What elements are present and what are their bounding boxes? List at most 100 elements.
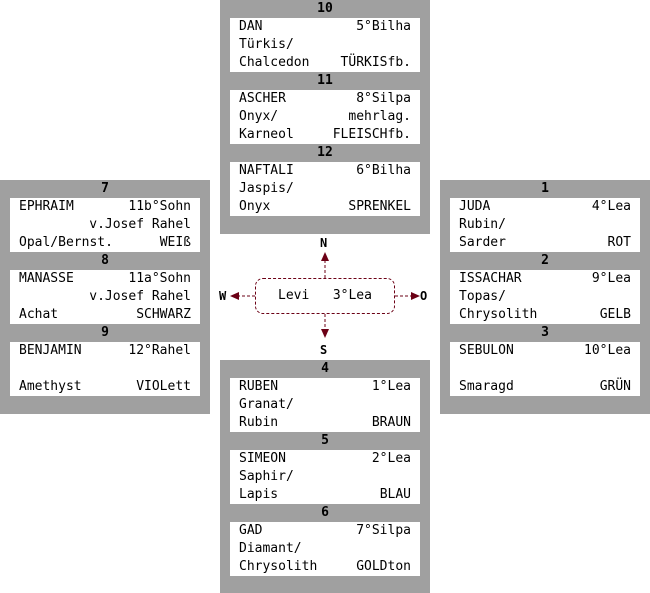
line-right: BRAUN <box>371 415 411 430</box>
line-left: GAD <box>239 523 263 538</box>
line-left: Rubin/ <box>459 217 506 232</box>
line-left: Chalcedon <box>239 55 310 70</box>
line-left: JUDA <box>459 199 491 214</box>
line-left: Opal/Bernst. <box>19 235 113 250</box>
line-left: DAN <box>239 19 263 34</box>
card-line: ASCHER 8°Silpa <box>239 90 411 108</box>
line-right: FLEISCHfb. <box>332 127 411 142</box>
card-line: Achat SCHWARZ <box>19 306 191 324</box>
card-line: Diamant/ <box>239 540 411 558</box>
line-right: 10°Lea <box>584 343 631 358</box>
line-right: TÜRKISfb. <box>340 55 411 70</box>
arrow-head-north <box>321 252 329 261</box>
card-line: v.Josef Rahel <box>19 216 191 234</box>
line-right: BLAU <box>379 487 411 502</box>
direction-east: O <box>420 289 428 303</box>
line-left: BENJAMIN <box>19 343 82 358</box>
line-left: EPHRAIM <box>19 199 74 214</box>
card-line: DAN 5°Bilha <box>239 18 411 36</box>
center-order: 3°Lea <box>332 288 372 303</box>
arrow-head-south <box>321 329 329 338</box>
card-line: SIMEON 2°Lea <box>239 450 411 468</box>
line-left: MANASSE <box>19 271 74 286</box>
line-right: 11b°Sohn <box>128 199 191 214</box>
line-right: VIOLett <box>136 379 191 394</box>
line-right: ROT <box>607 235 631 250</box>
line-left: Lapis <box>239 487 279 502</box>
line-left: NAFTALI <box>239 163 294 178</box>
group-left: 7 EPHRAIM 11b°Sohn v.Josef Rahel Opal/Ber… <box>0 180 210 414</box>
line-right: 5°Bilha <box>356 19 411 34</box>
line-right: WEIß <box>159 235 191 250</box>
line-right: SCHWARZ <box>136 307 191 322</box>
line-right: 4°Lea <box>591 199 631 214</box>
tribe-number: 7 <box>101 181 109 196</box>
card-line: Chalcedon TÜRKISfb. <box>239 54 411 72</box>
tribe-entry: 7 EPHRAIM 11b°Sohn v.Josef Rahel Opal/Ber… <box>10 180 200 252</box>
card-line: Türkis/ <box>239 36 411 54</box>
line-left: ISSACHAR <box>459 271 522 286</box>
line-right: v.Josef Rahel <box>89 289 191 304</box>
line-left: SIMEON <box>239 451 286 466</box>
line-right: GOLDton <box>356 559 411 574</box>
line-left: Amethyst <box>19 379 82 394</box>
arrow-head-west <box>230 292 239 300</box>
line-right: 2°Lea <box>371 451 411 466</box>
line-right: 1°Lea <box>371 379 411 394</box>
line-left: ASCHER <box>239 91 286 106</box>
tribe-number: 9 <box>101 325 109 340</box>
card-line: Jaspis/ <box>239 180 411 198</box>
line-left: Onyx/ <box>239 109 279 124</box>
tribe-number: 3 <box>541 325 549 340</box>
line-right: mehrlag. <box>348 109 411 124</box>
tribe-card: MANASSE 11a°Sohn v.Josef Rahel Achat SCHWA… <box>10 270 200 324</box>
line-left: Granat/ <box>239 397 294 412</box>
line-left: Achat <box>19 307 59 322</box>
card-line: Topas/ <box>459 288 631 306</box>
arrow-head-east <box>411 292 420 300</box>
line-left: Türkis/ <box>239 37 294 52</box>
card-line: Granat/ <box>239 396 411 414</box>
line-left: Jaspis/ <box>239 181 294 196</box>
line-right: v.Josef Rahel <box>89 217 191 232</box>
line-left: Rubin <box>239 415 279 430</box>
tribe-card: EPHRAIM 11b°Sohn v.Josef Rahel Opal/Berns… <box>10 198 200 252</box>
card-line: Rubin BRAUN <box>239 414 411 432</box>
line-left: Chrysolith <box>459 307 538 322</box>
direction-south: S <box>320 343 328 357</box>
direction-north: N <box>320 236 328 250</box>
line-right: 11a°Sohn <box>128 271 191 286</box>
tribe-number: 1 <box>541 181 549 196</box>
center-box-levi <box>255 278 395 314</box>
card-line: Amethyst VIOLett <box>19 378 191 396</box>
tribe-number: 8 <box>101 253 109 268</box>
line-right: 8°Silpa <box>356 91 411 106</box>
card-line: Onyx/mehrlag. <box>239 108 411 126</box>
card-line: Smaragd GRÜN <box>459 378 631 396</box>
line-right: GRÜN <box>599 379 631 394</box>
line-left: Smaragd <box>459 379 514 394</box>
